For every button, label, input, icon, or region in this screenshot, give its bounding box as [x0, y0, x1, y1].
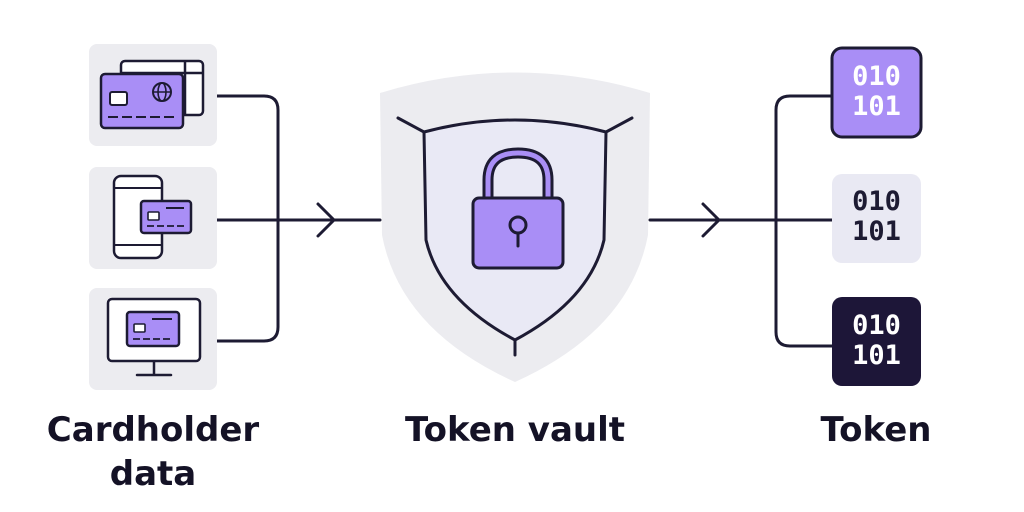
token-bits-line1: 010	[852, 310, 901, 341]
arrow-right-icon	[701, 202, 721, 238]
monitor-card-icon	[106, 297, 202, 377]
shield-corner-line	[396, 116, 426, 134]
token-bits-line2: 101	[852, 340, 901, 371]
token-tile: 010 101	[832, 174, 921, 263]
source-tile-cards	[89, 44, 217, 146]
output-connectors	[648, 94, 834, 348]
token-vault-label: Token vault	[404, 410, 626, 450]
cardholder-label-line2: data	[109, 454, 197, 494]
token-tile-background	[832, 174, 921, 263]
cardholder-label-line1: Cardholder	[46, 410, 260, 450]
token-tile-background	[830, 46, 923, 139]
token-tile: 010 101	[830, 46, 923, 139]
source-tile-monitor	[89, 288, 217, 390]
token-bracket-line	[774, 94, 834, 348]
token-tile: 010 101	[832, 297, 921, 386]
token-vault	[380, 72, 650, 382]
token-bits-line2: 101	[852, 91, 901, 122]
padlock-icon	[471, 147, 565, 270]
token-label: Token	[820, 410, 932, 450]
token-tile-background	[832, 297, 921, 386]
token-bits-line1: 010	[852, 61, 901, 92]
token-bits-line1: 010	[852, 186, 901, 217]
credit-cards-icon	[99, 59, 205, 130]
cardholder-data-label: Cardholder data	[30, 408, 276, 496]
arrow-right-icon	[316, 202, 336, 238]
source-tile-mobile	[89, 167, 217, 269]
mobile-card-icon	[112, 174, 193, 260]
token-bits-line2: 101	[852, 216, 901, 247]
input-connectors	[214, 94, 382, 343]
shield-corner-line	[604, 116, 634, 134]
